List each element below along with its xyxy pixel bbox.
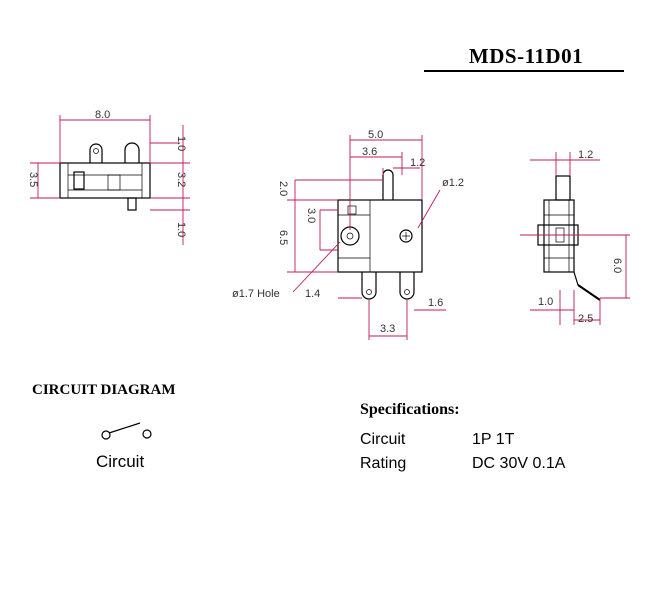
front-view-actuator — [382, 169, 394, 200]
top-dim-right: 3.2 — [175, 172, 187, 187]
side-view-terminal — [577, 284, 601, 301]
spec-name-circuit: Circuit — [360, 431, 406, 448]
circuit-contact-right — [142, 429, 152, 439]
spec-name-rating: Rating — [360, 455, 407, 472]
front-dim-pin: 1.2 — [410, 157, 425, 169]
circuit-switch-arm — [108, 422, 141, 434]
front-dim-pin-pitch: 3.3 — [380, 323, 395, 335]
circuit-symbol — [101, 422, 152, 440]
side-view-body — [543, 199, 575, 273]
specifications-heading: Specifications: — [360, 401, 460, 418]
top-view-body — [59, 162, 151, 199]
front-dim-h3: 6.5 — [277, 230, 289, 245]
top-view-slider — [73, 171, 85, 190]
top-view: 8.0 1.0 3.5 3.2 1.0 — [27, 109, 190, 245]
side-view-actuator — [555, 175, 571, 201]
front-dim-pin-width: 1.6 — [428, 297, 443, 309]
front-dim-hole: ø1.2 — [442, 177, 464, 189]
front-view-small-hole — [399, 229, 413, 243]
front-dim-h2: 3.0 — [305, 208, 317, 223]
small-hole-leader — [417, 189, 441, 229]
side-dim-left: 1.0 — [538, 296, 553, 308]
top-view-terminal-1 — [89, 143, 103, 163]
front-view-body — [337, 199, 423, 273]
front-dim-pin-left: 1.4 — [305, 288, 320, 300]
front-view-terminal-2 — [399, 272, 415, 300]
mount-hole-leader — [292, 241, 341, 293]
front-dim-offset: 3.6 — [362, 146, 377, 158]
part-number-title: MDS-11D01 — [468, 44, 584, 68]
top-dim-width: 8.0 — [95, 109, 110, 121]
side-dim-height: 6.0 — [611, 258, 623, 273]
circuit-contact-left — [101, 430, 111, 440]
top-view-terminal-2 — [124, 142, 140, 163]
title-underline — [424, 70, 624, 72]
top-dim-bottom: 1.0 — [175, 222, 187, 237]
front-dim-width: 5.0 — [368, 129, 383, 141]
side-view: 1.2 6.0 1.0 2.5 — [520, 149, 630, 325]
top-view-peg — [127, 197, 137, 211]
top-view-terminal-1-hole — [93, 148, 99, 154]
front-dim-mount-hole: ø1.7 Hole — [232, 288, 280, 300]
top-view-actuator — [107, 174, 121, 191]
side-dim-top: 1.2 — [578, 149, 593, 161]
spec-value-rating: DC 30V 0.1A — [472, 455, 566, 472]
front-view-notch — [347, 205, 357, 215]
circuit-label: Circuit — [96, 452, 145, 471]
spec-value-circuit: 1P 1T — [472, 431, 515, 448]
side-dim-bottom: 2.5 — [578, 313, 593, 325]
top-dim-top: 1.0 — [175, 136, 187, 151]
front-dim-h1: 2.0 — [277, 181, 289, 196]
circuit-diagram-heading: CIRCUIT DIAGRAM — [32, 382, 176, 398]
front-view-terminal-1 — [361, 272, 377, 300]
front-view: 5.0 3.6 1.2 ø1.2 2.0 3.0 6.5 ø1.7 Hole 1… — [232, 129, 464, 340]
top-dim-left: 3.5 — [27, 172, 39, 187]
